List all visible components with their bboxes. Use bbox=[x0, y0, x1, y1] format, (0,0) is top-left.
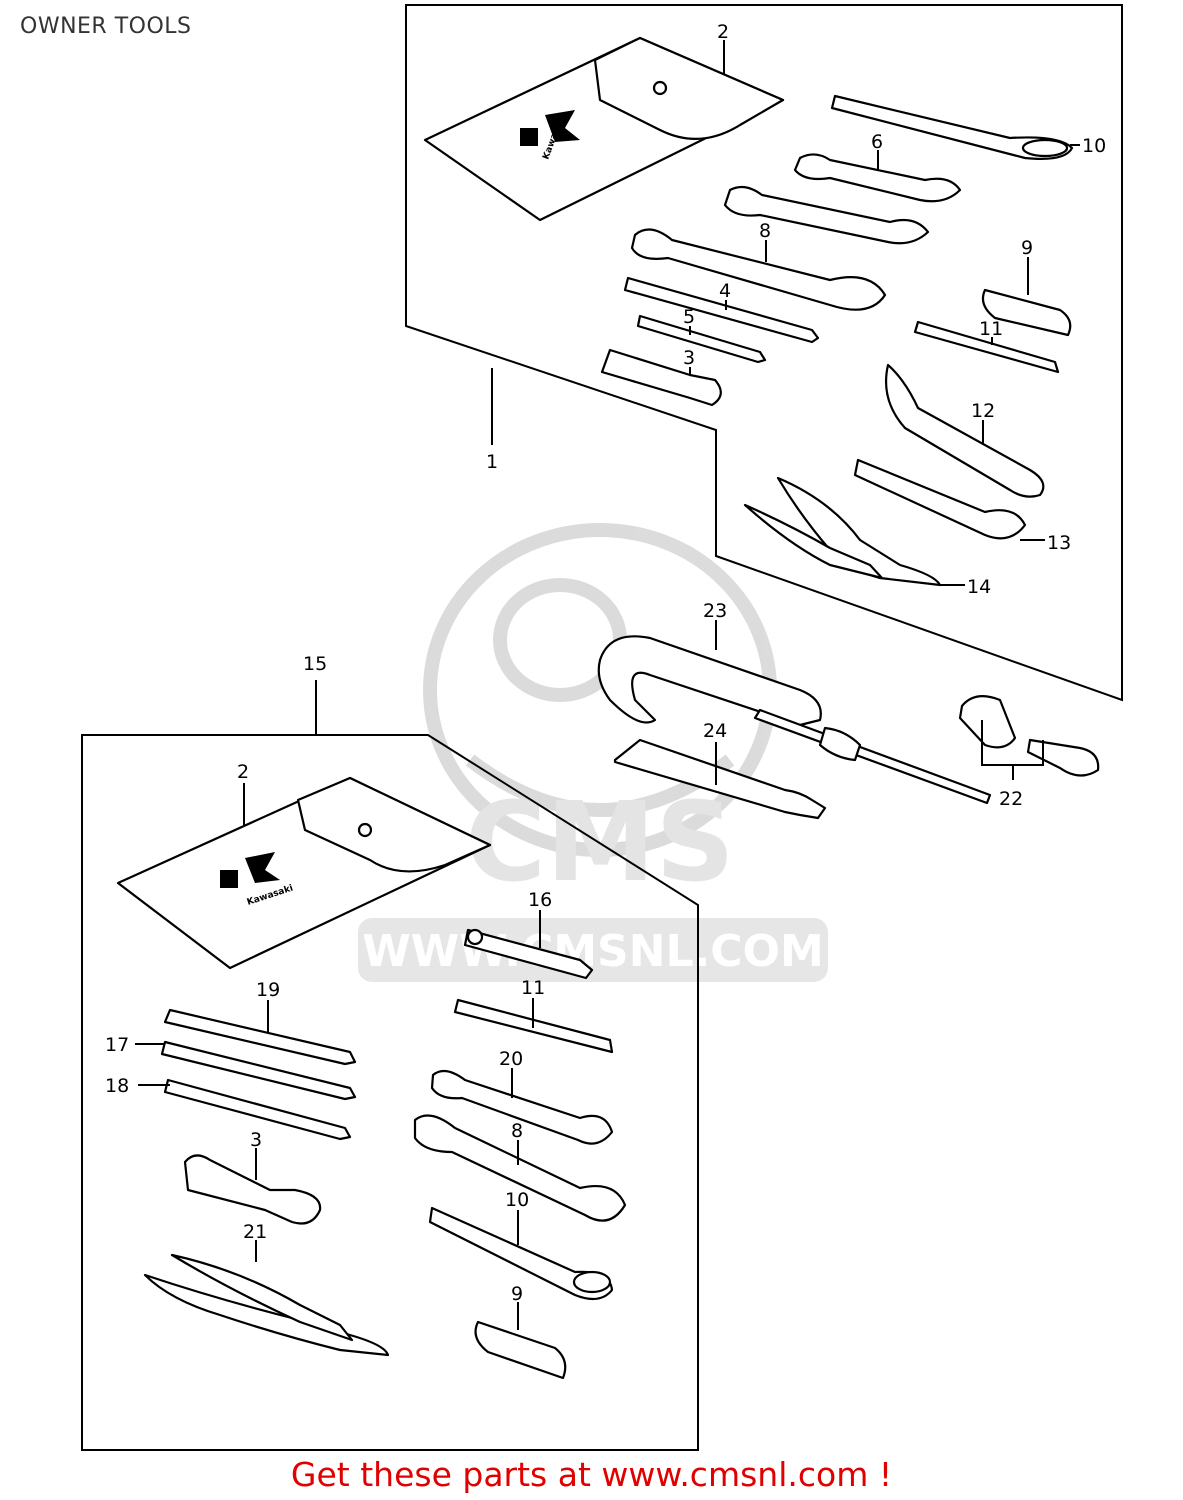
callout-9-b: 9 bbox=[511, 1283, 523, 1305]
wrench-6 bbox=[793, 153, 962, 203]
wrench-13 bbox=[853, 458, 1027, 540]
callout-3-b: 3 bbox=[250, 1129, 262, 1151]
callout-15: 15 bbox=[303, 653, 327, 675]
tool-pouch-1: Kawasaki bbox=[423, 36, 785, 222]
watermark-logo: CMS WWW.CMSNL.COM bbox=[358, 523, 828, 982]
wrench-8-b bbox=[413, 1114, 627, 1222]
callout-23: 23 bbox=[703, 600, 727, 622]
callout-11-a: 11 bbox=[979, 318, 1003, 340]
callout-8-a: 8 bbox=[759, 220, 771, 242]
callout-10-b: 10 bbox=[505, 1189, 529, 1211]
callout-2-a: 2 bbox=[717, 21, 729, 43]
callout-14: 14 bbox=[967, 576, 991, 598]
leader-lines bbox=[135, 40, 1080, 1330]
callout-18: 18 bbox=[105, 1075, 129, 1097]
watermark-url: WWW.CMSNL.COM bbox=[362, 926, 824, 977]
callout-24: 24 bbox=[703, 720, 727, 742]
set1-frame bbox=[405, 4, 1123, 702]
screwdriver-16 bbox=[463, 928, 594, 980]
screwdriver-handle-3-b bbox=[183, 1154, 322, 1225]
pliers-14 bbox=[743, 476, 942, 587]
page-title: OWNER TOOLS bbox=[20, 14, 192, 39]
tool-pouch-2: Kawasaki bbox=[116, 776, 492, 970]
callout-5: 5 bbox=[683, 306, 695, 328]
wrench-20 bbox=[430, 1069, 614, 1145]
callout-2-b: 2 bbox=[237, 761, 249, 783]
wrench-10-b bbox=[428, 1206, 614, 1301]
screwdriver-19 bbox=[163, 1008, 357, 1066]
watermark-cms: CMS bbox=[465, 778, 734, 906]
plug-wrench-9-b bbox=[474, 1320, 567, 1380]
set15-frame bbox=[81, 734, 699, 1451]
callout-21: 21 bbox=[243, 1221, 267, 1243]
screwdriver-18 bbox=[163, 1078, 352, 1141]
callout-20: 20 bbox=[499, 1048, 523, 1070]
tube-24 bbox=[613, 738, 827, 820]
callout-13: 13 bbox=[1047, 532, 1071, 554]
callout-16: 16 bbox=[528, 889, 552, 911]
callout-12: 12 bbox=[971, 400, 995, 422]
callout-17: 17 bbox=[105, 1034, 129, 1056]
callout-3-a: 3 bbox=[683, 347, 695, 369]
wrench-10-a bbox=[830, 94, 1074, 160]
screwdriver-17 bbox=[160, 1040, 357, 1101]
callout-1: 1 bbox=[486, 451, 498, 473]
socket-22 bbox=[958, 695, 1100, 777]
screwdriver-handle-3-a bbox=[600, 348, 722, 407]
callout-10-a: 10 bbox=[1082, 135, 1106, 157]
footer-link[interactable]: Get these parts at www.cmsnl.com ! bbox=[290, 1455, 893, 1494]
wrench-7 bbox=[723, 185, 930, 245]
plug-wrench-9-a bbox=[981, 288, 1072, 337]
screwdriver-4 bbox=[623, 276, 820, 344]
wrench-8-a bbox=[630, 228, 887, 311]
callout-4: 4 bbox=[719, 280, 731, 302]
callout-8-b: 8 bbox=[511, 1120, 523, 1142]
callout-11-b: 11 bbox=[521, 977, 545, 999]
hook-wrench-23 bbox=[597, 635, 992, 805]
spoke-wrench-11-a bbox=[913, 320, 1060, 374]
pliers-21 bbox=[143, 1253, 390, 1357]
callout-6: 6 bbox=[871, 131, 883, 153]
callout-9-a: 9 bbox=[1021, 237, 1033, 259]
callout-19: 19 bbox=[256, 979, 280, 1001]
hook-spanner-12 bbox=[884, 363, 1045, 498]
callout-22: 22 bbox=[999, 788, 1023, 810]
screwdriver-5 bbox=[636, 314, 767, 364]
